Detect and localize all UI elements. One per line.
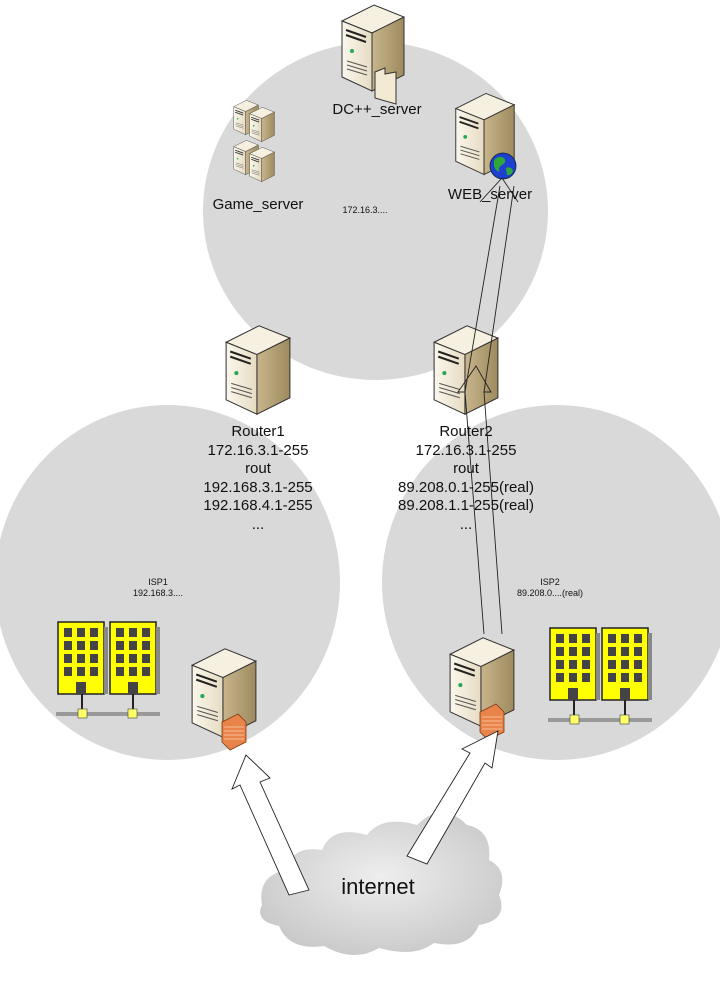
isp1-zone: [0, 405, 340, 760]
server-with-folder-icon: [340, 3, 406, 105]
internet-to-isp2-arrow: [406, 730, 499, 865]
router1-label: Router1 172.16.3.1-255 rout 192.168.3.1-…: [178, 423, 338, 534]
router1-more: ...: [251, 515, 265, 533]
isp1-subnet: 192.168.3....: [132, 588, 184, 598]
game-server-label: Game_server: [212, 196, 304, 213]
router1-name: Router1: [231, 423, 285, 440]
firewall-server-icon: [191, 647, 257, 751]
router2-more: ...: [459, 515, 473, 533]
web-server-globe-icon: [454, 92, 517, 180]
isp1-title: ISP1: [148, 577, 168, 587]
router2-label: Router2 172.16.3.1-255 rout 89.208.0.1-2…: [376, 423, 556, 534]
isp2-zone: [382, 405, 720, 760]
router2-rout: rout: [453, 460, 479, 477]
internet-to-isp1-arrow: [231, 754, 310, 896]
server-zone-subnet-label: 172.16.3....: [342, 205, 388, 215]
dc-server-label: DC++_server: [332, 101, 422, 118]
internet-label: internet: [341, 874, 415, 899]
router1-server-subnet: 172.16.3.1-255: [207, 441, 309, 459]
router2-name: Router2: [439, 423, 493, 440]
router1-rout: rout: [245, 460, 271, 477]
router1-subnet-b: 192.168.4.1-255: [203, 497, 313, 514]
isp2-subnet: 89.208.0....(real): [516, 588, 584, 598]
isp2-to-web-server-arrow: [457, 177, 519, 635]
router1-server-icon: [225, 324, 291, 416]
cloud-icon: [260, 812, 503, 956]
router1-subnet-a: 192.168.3.1-255: [203, 478, 313, 496]
firewall-server-icon: [449, 636, 515, 741]
server-cluster-icon: [233, 99, 275, 183]
router2-subnet-a: 89.208.0.1-255(real): [398, 478, 534, 496]
router2-subnet-b: 89.208.1.1-255(real): [398, 497, 534, 514]
isp2-title: ISP2: [540, 577, 560, 587]
web-server-label: WEB_server: [447, 186, 533, 203]
router2-server-subnet: 172.16.3.1-255: [415, 441, 517, 459]
office-buildings-icon: [548, 627, 652, 725]
office-buildings-icon: [56, 621, 160, 719]
